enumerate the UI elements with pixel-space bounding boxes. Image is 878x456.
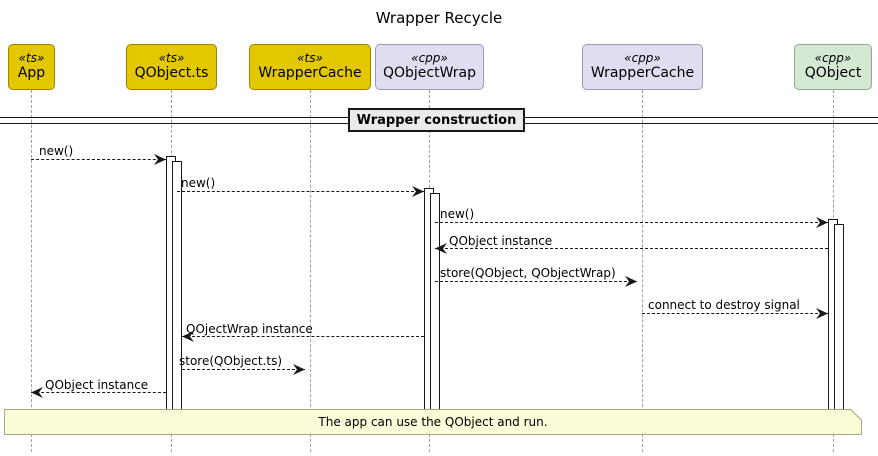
participant-stereotype: «cpp» xyxy=(624,51,661,66)
participant-stereotype: «ts» xyxy=(158,51,185,66)
msg-new-app-arrowhead xyxy=(154,153,166,165)
participant-stereotype: «ts» xyxy=(18,51,45,66)
msg-wrap-inst-label: QOjectWrap instance xyxy=(186,322,313,336)
msg-new-app-label: new() xyxy=(39,144,74,158)
msg-wrap-inst-line xyxy=(182,336,424,337)
participant-qobject_cpp[interactable]: «cpp»QObject xyxy=(794,44,872,90)
msg-new-wrap-line xyxy=(177,191,424,192)
participant-app[interactable]: «ts»App xyxy=(8,44,55,90)
msg-qobject-inst2-arrowhead xyxy=(31,386,43,398)
msg-store-pair-arrowhead xyxy=(625,275,637,287)
msg-connect-line xyxy=(642,313,828,314)
msg-store-ts-label: store(QObject.ts) xyxy=(179,354,283,368)
participant-name: QObjectWrap xyxy=(382,64,477,81)
msg-store-ts-line xyxy=(182,369,305,370)
participant-wrapper_ts[interactable]: «ts»WrapperCache xyxy=(249,44,371,90)
lifeline-wrapper_cpp xyxy=(642,90,643,452)
msg-qobject-inst1-label: QObject instance xyxy=(449,234,553,248)
participant-stereotype: «ts» xyxy=(297,51,323,66)
participant-name: WrapperCache xyxy=(590,64,695,81)
participant-name: QObject.ts xyxy=(134,64,209,81)
msg-connect-arrowhead xyxy=(816,307,828,319)
participant-name: WrapperCache xyxy=(258,64,362,81)
msg-qobject-inst2-label: QObject instance xyxy=(45,378,149,392)
msg-qobject-inst1-line xyxy=(435,248,828,249)
note-text: The app can use the QObject and run. xyxy=(318,415,548,429)
participant-name: QObject xyxy=(804,64,862,81)
msg-connect-label: connect to destroy signal xyxy=(648,298,800,312)
msg-new-wrap-arrowhead xyxy=(412,185,424,197)
participant-wrapper_cpp[interactable]: «cpp»WrapperCache xyxy=(582,44,703,90)
participant-name: App xyxy=(17,64,46,81)
participant-qobject_ts[interactable]: «ts»QObject.ts xyxy=(126,44,217,90)
msg-qobject-inst1-arrowhead xyxy=(435,242,447,254)
msg-new-app-line xyxy=(31,159,166,160)
msg-qobject-inst2-line xyxy=(31,392,166,393)
act-qobject-ts2 xyxy=(172,161,182,418)
msg-wrap-inst-arrowhead xyxy=(182,330,194,342)
msg-store-ts-arrowhead xyxy=(293,363,305,375)
participant-qobjwrap[interactable]: «cpp»QObjectWrap xyxy=(375,44,484,90)
participant-stereotype: «cpp» xyxy=(411,51,448,66)
act-qobjwrap2 xyxy=(430,193,440,418)
msg-new-qobject-arrowhead xyxy=(816,216,828,228)
act-qobject-cpp2 xyxy=(834,224,844,418)
msg-store-pair-line xyxy=(435,281,637,282)
note-box: The app can use the QObject and run. xyxy=(4,409,862,435)
page-title: Wrapper Recycle xyxy=(375,9,503,27)
lifeline-app xyxy=(31,90,32,452)
lifeline-wrapper_ts xyxy=(310,90,311,452)
msg-new-qobject-line xyxy=(435,222,828,223)
divider-label: Wrapper construction xyxy=(348,108,525,132)
participant-stereotype: «cpp» xyxy=(814,51,852,66)
msg-store-pair-label: store(QObject, QObjectWrap) xyxy=(440,266,616,280)
msg-new-qobject-label: new() xyxy=(440,207,475,221)
msg-new-wrap-label: new() xyxy=(181,176,216,190)
